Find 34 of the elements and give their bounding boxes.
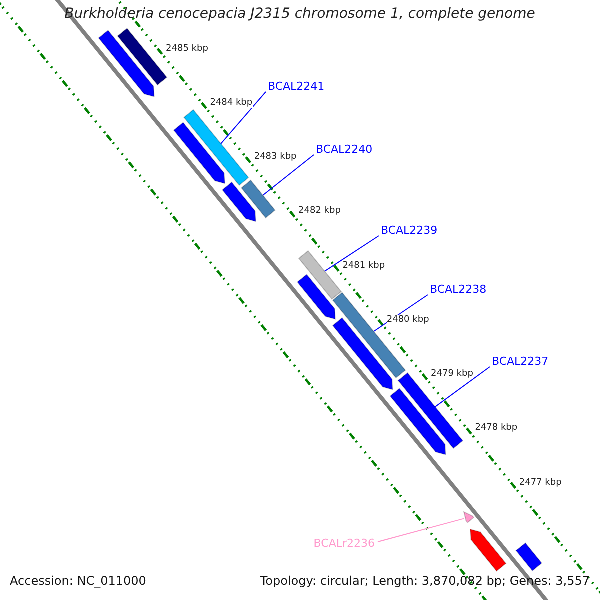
scale-label: 2483 kbp: [254, 152, 297, 162]
gene-feature: [222, 182, 256, 222]
gene-feature: [390, 388, 446, 456]
gene-label: BCAL2240: [316, 143, 373, 156]
gene-feature: [240, 180, 276, 219]
gene-label: BCAL2241: [268, 80, 325, 93]
footer-text: Topology: circular; Length: 3,870,082 bp; Genes: 3,557: [260, 574, 590, 588]
scale-label: 2485 kbp: [166, 44, 208, 54]
scale-label: 2480 kbp: [386, 314, 430, 325]
scale-label: 2479 kbp: [431, 369, 474, 380]
leader-line: [220, 92, 266, 144]
gene-label: BCAL2237: [492, 355, 549, 368]
gene-label: BCAL2238: [430, 283, 487, 296]
gene-feature: [298, 250, 342, 300]
gene-label: BCAL2239: [381, 224, 438, 237]
scale-label: 2484 kbp: [210, 98, 253, 108]
footer-text: Accession: NC_011000: [10, 574, 146, 588]
gene-feature: [184, 109, 250, 186]
scale-label: 2482 kbp: [298, 206, 341, 216]
gene-feature: [173, 122, 226, 184]
gene-feature: [516, 542, 543, 572]
scale-label: 2481 kbp: [342, 260, 386, 271]
gene-feature: [98, 30, 155, 98]
leader-line: [434, 366, 490, 408]
scale-label: 2478 kbp: [475, 423, 518, 434]
gene-feature: [463, 511, 475, 524]
scale-label: 2477 kbp: [519, 478, 562, 488]
gene-label: BCALr2236: [314, 537, 375, 550]
leader-line: [378, 518, 465, 542]
gene-feature: [470, 528, 507, 572]
gene-feature: [117, 28, 168, 86]
gene-feature: [296, 274, 336, 320]
leader-line: [262, 154, 314, 196]
leader-line: [324, 236, 380, 272]
